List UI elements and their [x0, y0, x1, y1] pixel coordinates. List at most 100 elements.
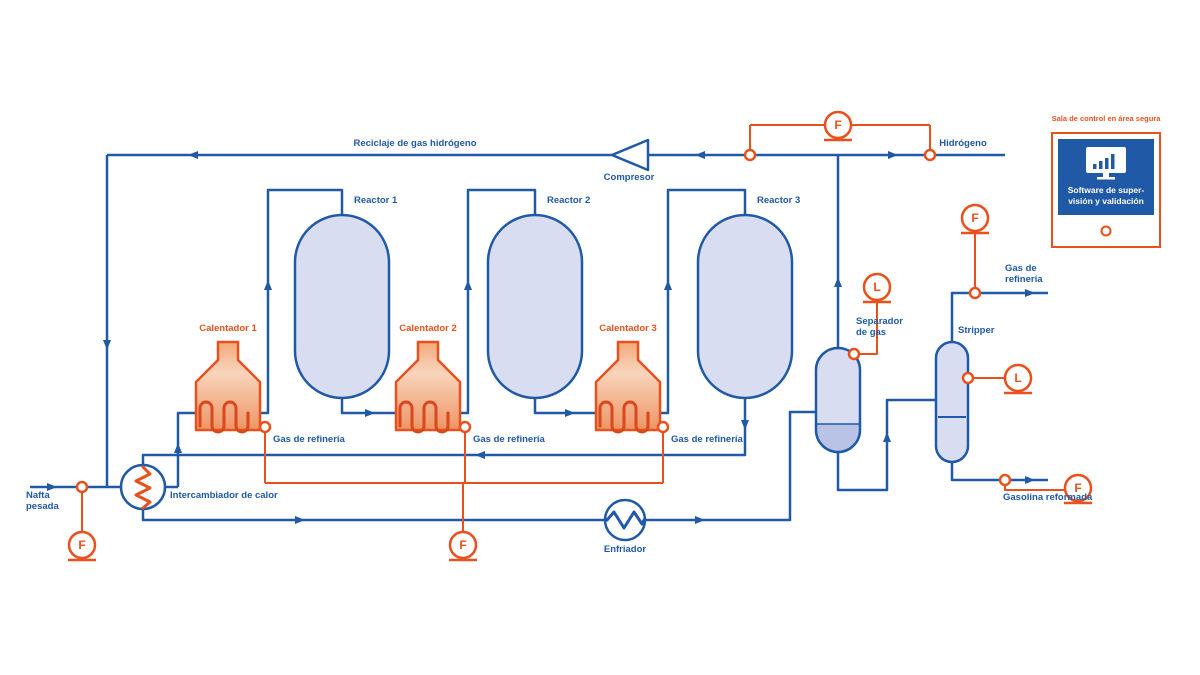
pipe-reactor2-to-heater3	[533, 397, 596, 415]
flow-indicator-reformate: F	[1063, 473, 1093, 505]
arrow-down-icon	[741, 420, 749, 430]
level-indicator-stripper: L	[1003, 363, 1033, 395]
tap-icon	[998, 473, 1012, 487]
flow-indicator-letter: F	[78, 538, 85, 552]
stripper-vessel	[934, 340, 970, 464]
flow-indicator-letter: F	[971, 211, 978, 225]
tap-icon	[968, 286, 982, 300]
flow-reformate-signal-line	[1004, 485, 1065, 491]
fuel-gas-header	[264, 431, 664, 532]
pipe-stripper-overhead	[950, 291, 1048, 342]
process-piping	[30, 153, 1048, 522]
arrow-left-icon	[695, 151, 705, 159]
cooler	[603, 498, 647, 542]
recycle-line-label: Reciclaje de gas hidrógeno	[353, 138, 476, 149]
flow-indicator-gas: F	[960, 203, 990, 235]
refinery-gas-label-line2: refinería	[1005, 274, 1043, 285]
instrument-lines	[81, 124, 1065, 532]
separator-label-line2: de gas	[856, 327, 886, 338]
arrow-left-icon	[475, 451, 485, 459]
compressor-label: Compresor	[604, 172, 655, 183]
level-indicator-letter: L	[1014, 371, 1021, 385]
tap-icon	[75, 480, 89, 494]
fuel-gas-3-label: Gas de refinería	[671, 434, 744, 445]
heater-1-coil	[198, 400, 250, 434]
feed-label-line1: Nafta	[26, 490, 50, 501]
flow-arrows	[47, 151, 1035, 524]
arrow-right-icon	[565, 409, 575, 417]
reactor-2-vessel	[486, 213, 584, 400]
arrow-right-icon	[888, 151, 898, 159]
heater-2-coil	[398, 400, 450, 434]
arrow-right-icon	[365, 409, 375, 417]
flow-indicator-top: F	[823, 110, 853, 142]
pipe-heater1-to-reactor1	[260, 188, 344, 415]
control-room-panel	[1051, 132, 1161, 248]
heater-3	[594, 340, 662, 434]
flow-indicator-feed: F	[67, 530, 97, 562]
heater-2	[394, 340, 462, 434]
level-indicator-separator: L	[862, 272, 892, 304]
pipe-separator-to-stripper	[836, 398, 936, 492]
panel-button-icon	[1100, 225, 1112, 237]
refinery-gas-label-line1: Gas de	[1005, 263, 1037, 274]
reactor-3-label: Reactor 3	[757, 195, 800, 206]
heater-3-label: Calentador 3	[599, 323, 657, 334]
instrument-taps	[75, 148, 1012, 494]
heater-1	[194, 340, 262, 434]
reactor-1-vessel	[293, 213, 391, 400]
diagram-labels: Reciclaje de gas hidrógeno Hidrógeno Com…	[26, 114, 1161, 555]
heater-1-label: Calentador 1	[199, 323, 257, 334]
tap-icon	[923, 148, 937, 162]
heater-2-label: Calentador 2	[399, 323, 457, 334]
gas-separator-vessel	[814, 346, 862, 454]
arrow-up-icon	[174, 443, 182, 453]
flow-indicator-letter: F	[834, 118, 841, 132]
separator-liquid-level	[816, 424, 860, 452]
heat-exchanger	[119, 463, 167, 511]
arrow-right-icon	[695, 516, 705, 524]
flow-indicator-letter: F	[459, 538, 466, 552]
tap-icon	[258, 420, 272, 434]
arrow-right-icon	[1025, 476, 1035, 484]
pipe-feed-riser	[176, 411, 196, 487]
arrow-up-icon	[883, 432, 891, 442]
reactor-1-label: Reactor 1	[354, 195, 398, 206]
arrow-up-icon	[464, 280, 472, 290]
reactor-2-label: Reactor 2	[547, 195, 590, 206]
pipe-exchanger-to-separator	[141, 410, 818, 522]
flow-indicator-letter: F	[1074, 481, 1081, 495]
pipe-stripper-bottoms	[950, 462, 1048, 482]
software-label-line1: Software de super-	[1068, 185, 1145, 195]
reactor-3-vessel	[696, 213, 794, 400]
monitor-icon	[1086, 147, 1126, 180]
tap-icon	[743, 148, 757, 162]
arrow-right-icon	[295, 516, 305, 524]
pipe-heater3-to-reactor3	[660, 188, 747, 415]
tap-icon	[961, 371, 975, 385]
stripper-label: Stripper	[958, 325, 995, 336]
hydrogen-label: Hidrógeno	[939, 138, 987, 149]
tap-icon	[656, 420, 670, 434]
separator-label-line1: Separador	[856, 316, 903, 327]
pipe-reactor1-to-heater2	[340, 397, 396, 415]
pipe-heater2-to-reactor2	[460, 188, 537, 415]
arrow-left-icon	[188, 151, 198, 159]
arrow-right-icon	[47, 483, 57, 491]
tap-icon	[847, 347, 861, 361]
feed-label-line2: pesada	[26, 501, 59, 512]
exchanger-coil-icon	[134, 465, 152, 510]
fuel-gas-2-label: Gas de refinería	[473, 434, 546, 445]
heat-exchanger-label: Intercambiador de calor	[170, 490, 278, 501]
heater-3-coil	[598, 400, 650, 434]
reformate-label: Gasolina reformada	[1003, 492, 1093, 503]
level-indicator-letter: L	[873, 280, 880, 294]
control-room-label: Sala de control en área segura	[1052, 114, 1162, 123]
compressor	[610, 138, 650, 172]
flow-indicator-fuel: F	[448, 530, 478, 562]
arrow-up-icon	[664, 280, 672, 290]
cooler-label: Enfriador	[604, 544, 647, 555]
arrow-right-icon	[1025, 289, 1035, 297]
